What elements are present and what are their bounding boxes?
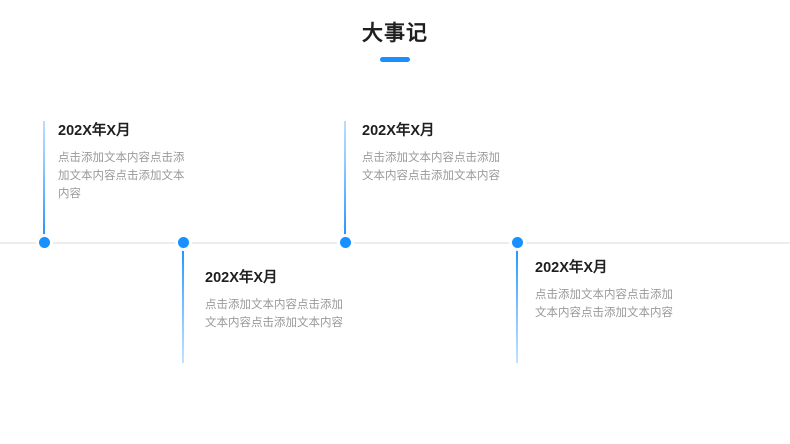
milestone-4-title: 202X年X月 (535, 260, 608, 276)
milestone-4-body: 点击添加文本内容点击添加文本内容点击添加文本内容 (535, 289, 673, 319)
milestone-1-body: 点击添加文本内容点击添加文本内容点击添加文本内容 (58, 152, 185, 200)
milestone-3-body: 点击添加文本内容点击添加文本内容点击添加文本内容 (362, 152, 500, 182)
milestone-2-body: 点击添加文本内容点击添加文本内容点击添加文本内容 (205, 299, 343, 329)
milestone-3-title: 202X年X月 (362, 123, 435, 139)
milestone-1-content: 202X年X月 点击添加文本内容点击添加文本内容点击添加文本内容 (58, 121, 190, 203)
timeline-axis (0, 242, 790, 244)
milestone-2-content: 202X年X月 点击添加文本内容点击添加文本内容点击添加文本内容 (205, 268, 345, 332)
milestone-1-dot-icon[interactable] (38, 237, 50, 248)
milestone-3-stem (344, 121, 346, 243)
milestone-4-dot-icon[interactable] (511, 237, 523, 248)
milestone-3-dot-icon[interactable] (339, 237, 351, 248)
title-accent-bar (380, 57, 410, 62)
milestone-1-title: 202X年X月 (58, 123, 131, 139)
milestone-4-stem (516, 243, 518, 363)
milestone-1-stem (43, 121, 45, 243)
slide-header: 大事记 (0, 20, 790, 62)
milestone-2-title: 202X年X月 (205, 270, 278, 286)
milestone-2-stem (182, 243, 184, 363)
milestone-2-dot-icon[interactable] (177, 237, 189, 248)
milestone-4-content: 202X年X月 点击添加文本内容点击添加文本内容点击添加文本内容 (535, 258, 683, 322)
page-title: 大事记 (362, 22, 428, 45)
milestone-3-content: 202X年X月 点击添加文本内容点击添加文本内容点击添加文本内容 (362, 121, 510, 185)
